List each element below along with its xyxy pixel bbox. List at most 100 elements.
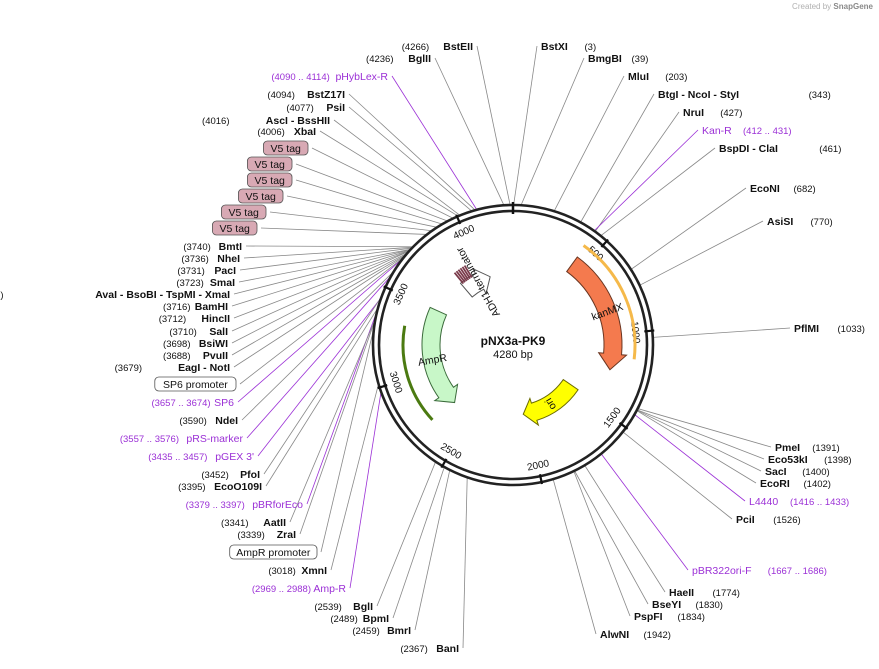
haeii-site-label[interactable]: HaeII(1774) (669, 587, 740, 599)
ampr-feature-arrow[interactable] (421, 306, 459, 404)
leader-line (593, 129, 699, 232)
site-name: EagI - NotI (178, 362, 230, 374)
v5-tag-site-label[interactable]: V5 tag (246, 156, 293, 172)
pfoi-site-label[interactable]: PfoI(3452) (201, 469, 260, 481)
feature-box-label: V5 tag (271, 143, 302, 155)
sp6-promoter-site-label[interactable]: SP6 promoter (154, 376, 237, 392)
feature-box-label: SP6 promoter (163, 379, 228, 391)
site-name: pBRforEco (252, 499, 303, 511)
leader-line (584, 465, 666, 593)
bstxi-site-label[interactable]: BstXI(3) (541, 41, 596, 53)
leader-line (652, 327, 791, 338)
kan-r-site-label[interactable]: Kan-R(412 .. 431) (702, 125, 792, 137)
ecoo109i-site-label[interactable]: EcoO109I(3395) (178, 481, 262, 493)
bsteii-site-label[interactable]: BstEII(4266) (402, 41, 473, 53)
v5-tag-site-label[interactable]: V5 tag (246, 172, 293, 188)
bseyi-site-label[interactable]: BseYI(1830) (652, 599, 723, 611)
site-position: (2489) (330, 614, 357, 625)
ecori-site-label[interactable]: EcoRI(1402) (760, 478, 831, 490)
v5-tag-site-label[interactable]: V5 tag (211, 220, 258, 236)
zrai-site-label[interactable]: ZraI(3339) (237, 529, 296, 541)
bmgbi-site-label[interactable]: BmgBI(39) (588, 53, 648, 65)
bglii-site-label[interactable]: BglII(4236) (366, 53, 431, 65)
site-name: BsiWI (199, 338, 228, 350)
amp-r-site-label[interactable]: Amp-R(2969 .. 2988) (252, 583, 347, 595)
site-position: (3736) (181, 254, 208, 265)
aatii-site-label[interactable]: AatII(3341) (221, 517, 286, 529)
saci-site-label[interactable]: SacI(1400) (765, 466, 830, 478)
site-name: NdeI (215, 415, 238, 427)
site-position: (1398) (824, 455, 851, 466)
smai-site-label[interactable]: SmaI(3723) (176, 277, 235, 289)
phyblex-r-site-label[interactable]: pHybLex-R(4090 .. 4114) (271, 71, 388, 83)
pbrforeco-site-label[interactable]: pBRforEco (3379 .. 3397) (186, 499, 304, 511)
site-name: AlwNI (600, 629, 629, 641)
v5-tag-site-label[interactable]: V5 tag (237, 188, 284, 204)
asci-bsshii-site-label[interactable]: AscI - BssHII(4016) (202, 115, 330, 127)
site-name: PmeI (775, 442, 800, 454)
mlui-site-label[interactable]: MluI(203) (628, 71, 687, 83)
ampr-promoter-site-label[interactable]: AmpR promoter (229, 544, 318, 560)
nhei-site-label[interactable]: NheI(3736) (181, 253, 240, 265)
avai-bsobi-tspmi-xmai-site-label[interactable]: AvaI - BsoBI - TspMI - XmaI(3721) (0, 289, 230, 301)
bgli-site-label[interactable]: BglI(2539) (314, 601, 373, 613)
bspdi-clai-site-label[interactable]: BspDI - ClaI(461) (719, 143, 841, 155)
bsiwi-site-label[interactable]: BsiWI(3698) (163, 338, 228, 350)
eco53ki-site-label[interactable]: Eco53kI(1398) (768, 454, 852, 466)
bamhi-site-label[interactable]: BamHI(3716) (163, 301, 228, 313)
site-position: (3657 .. 3674) (151, 398, 210, 409)
ori-feature-arrow[interactable] (522, 378, 579, 427)
v5-tag-site-label[interactable]: V5 tag (220, 204, 267, 220)
bani-site-label[interactable]: BanI(2367) (400, 643, 459, 655)
sali-site-label[interactable]: SalI(3710) (169, 326, 228, 338)
nrui-site-label[interactable]: NruI(427) (683, 107, 742, 119)
eagi-noti-site-label[interactable]: EagI - NotI(3679) (115, 362, 230, 374)
kanmx-feature-arrow[interactable] (566, 256, 628, 371)
bstz17i-site-label[interactable]: BstZ17I(4094) (267, 89, 345, 101)
site-position: (1526) (773, 515, 800, 526)
leader-line (573, 470, 631, 617)
pspfi-site-label[interactable]: PspFI(1834) (634, 611, 705, 623)
alwni-site-label[interactable]: AlwNI(1942) (600, 629, 671, 641)
site-position: (461) (819, 144, 841, 155)
paci-site-label[interactable]: PacI(3731) (177, 265, 236, 277)
pmei-site-label[interactable]: PmeI(1391) (775, 442, 840, 454)
tick-mark (377, 384, 388, 390)
xmni-site-label[interactable]: XmnI(3018) (268, 565, 327, 577)
bmri-site-label[interactable]: BmrI (2459) (352, 625, 411, 637)
site-labels: BstEII(4266)BglII(4236) pHybLex-R(4090 ..… (0, 41, 865, 655)
leader-line (639, 220, 764, 286)
leader-line (233, 255, 406, 368)
xbai-site-label[interactable]: XbaI(4006) (257, 126, 316, 138)
hincii-site-label[interactable]: HincII(3712) (159, 313, 230, 325)
v5-tag-site-label[interactable]: V5 tag (262, 140, 309, 156)
pbr322ori-f-site-label[interactable]: pBR322ori-F(1667 .. 1686) (692, 565, 827, 577)
pcii-site-label[interactable]: PciI(1526) (736, 514, 801, 526)
l4440-site-label[interactable]: L4440(1416 .. 1433) (749, 496, 849, 508)
psii-site-label[interactable]: PsiI(4077) (286, 102, 345, 114)
ndei-site-label[interactable]: NdeI(3590) (179, 415, 238, 427)
v5-tag-feature (457, 269, 468, 282)
prs-marker-site-label[interactable]: pRS-marker(3557 .. 3576) (120, 433, 244, 445)
tick-label: 3000 (387, 370, 404, 395)
site-name: BmrI (387, 625, 411, 637)
bmti-site-label[interactable]: BmtI(3740) (183, 241, 242, 253)
site-position: (3557 .. 3576) (120, 434, 179, 445)
pvuii-site-label[interactable]: PvuII(3688) (163, 350, 228, 362)
pgex-3-site-label[interactable]: pGEX 3'(3435 .. 3457) (148, 451, 254, 463)
btgi-ncoi-styi-site-label[interactable]: BtgI - NcoI - StyI(343) (658, 89, 831, 101)
leader-line (600, 453, 689, 571)
sp6-site-label[interactable]: SP6(3657 .. 3674) (151, 397, 234, 409)
leader-line (257, 297, 382, 457)
site-position: (3716) (163, 302, 190, 313)
econi-site-label[interactable]: EcoNI(682) (750, 183, 816, 195)
tick-label: 3500 (392, 282, 411, 307)
pflmi-site-label[interactable]: PflMI(1033) (794, 323, 865, 335)
site-position: (3379 .. 3397) (186, 500, 245, 511)
ampr-feature-label: AmpR (417, 352, 448, 369)
asisi-site-label[interactable]: AsiSI(770) (767, 216, 833, 228)
site-position: (2459) (352, 626, 379, 637)
tick-mark (440, 458, 448, 469)
site-position: (203) (665, 72, 687, 83)
bpmi-site-label[interactable]: BpmI(2489) (330, 613, 389, 625)
